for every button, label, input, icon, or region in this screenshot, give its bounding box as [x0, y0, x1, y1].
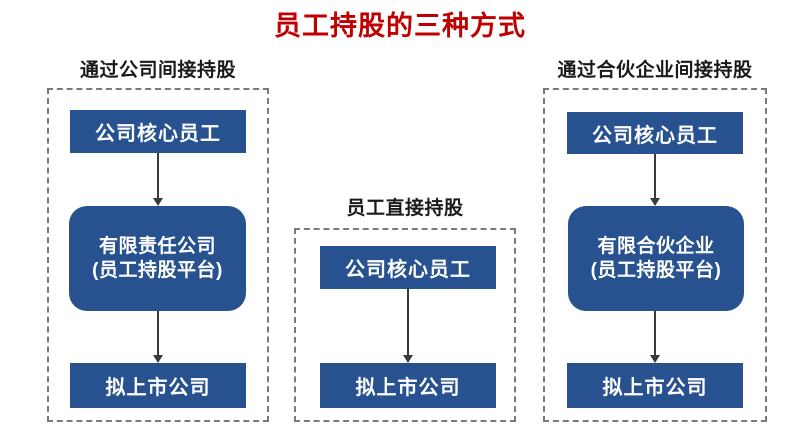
node-core-employees-direct: 公司核心员工: [320, 246, 496, 289]
arrow-down-icon: [157, 153, 159, 198]
arrow-down-icon: [407, 289, 409, 355]
arrow-down-icon: [157, 311, 159, 355]
page-title: 员工持股的三种方式: [274, 11, 526, 41]
node-listing-company-middle: 拟上市公司: [320, 363, 496, 408]
column-header-via-partnership: 通过合伙企业间接持股: [557, 60, 753, 81]
node-platform-lp-line1: 有限合伙企业: [597, 235, 715, 257]
node-core-employees-company: 公司核心员工: [70, 110, 246, 153]
arrow-down-icon: [654, 311, 656, 355]
column-header-direct: 员工直接持股: [346, 198, 464, 219]
node-listing-company-right: 拟上市公司: [567, 363, 743, 408]
node-platform-llc-line1: 有限责任公司: [98, 235, 216, 257]
node-platform-llc-line2: (员工持股平台): [92, 259, 223, 281]
node-platform-lp-line2: (员工持股平台): [590, 259, 722, 281]
column-frame-direct: [294, 228, 516, 422]
node-listing-company-left: 拟上市公司: [70, 363, 246, 408]
node-platform-lp: 有限合伙企业 (员工持股平台): [568, 206, 744, 311]
node-core-employees-partnership: 公司核心员工: [567, 112, 743, 154]
node-platform-llc: 有限责任公司 (员工持股平台): [69, 206, 246, 311]
arrow-down-icon: [654, 154, 656, 198]
column-frame-via-partnership: [543, 88, 767, 422]
column-header-via-company: 通过公司间接持股: [79, 60, 236, 81]
column-frame-via-company: [47, 88, 269, 422]
